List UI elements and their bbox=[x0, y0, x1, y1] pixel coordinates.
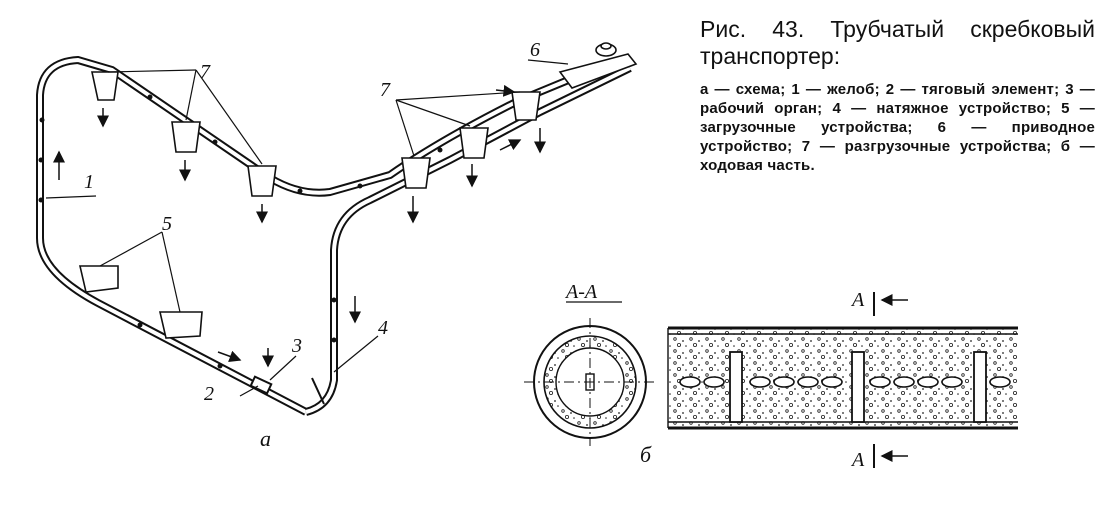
figure-caption: Рис. 43. Трубчатый скребковый транспорте… bbox=[700, 16, 1095, 175]
working-organ bbox=[249, 375, 273, 395]
cut-label-top: А bbox=[850, 289, 865, 311]
cut-label-bottom: А bbox=[850, 449, 865, 471]
caption-legend: а — схема; 1 — желоб; 2 — тяговый элемен… bbox=[700, 81, 1095, 174]
traction-chain bbox=[679, 376, 1011, 388]
label-7-left: 7 bbox=[200, 61, 211, 83]
label-4: 4 bbox=[378, 317, 388, 339]
label-part-a: а bbox=[260, 426, 271, 451]
caption-title: Рис. 43. Трубчатый скребковый транспорте… bbox=[700, 16, 1095, 69]
label-6: 6 bbox=[530, 39, 540, 61]
label-part-b: б bbox=[640, 442, 652, 467]
drive-device bbox=[558, 42, 638, 89]
label-5: 5 bbox=[162, 213, 172, 235]
scheme-a: 1 2 3 4 5 6 7 7 а bbox=[36, 39, 638, 451]
section-a-a: А-А б bbox=[524, 281, 656, 467]
scraper-disc bbox=[729, 351, 987, 423]
longitudinal-section: А А bbox=[667, 289, 1018, 471]
unloading-device bbox=[91, 71, 541, 197]
label-3: 3 bbox=[291, 335, 302, 357]
loading-device bbox=[78, 265, 203, 339]
section-label: А-А bbox=[564, 281, 598, 303]
label-7-right: 7 bbox=[380, 79, 391, 101]
tension-device bbox=[311, 377, 325, 405]
label-2: 2 bbox=[204, 383, 214, 405]
label-1: 1 bbox=[84, 171, 94, 193]
